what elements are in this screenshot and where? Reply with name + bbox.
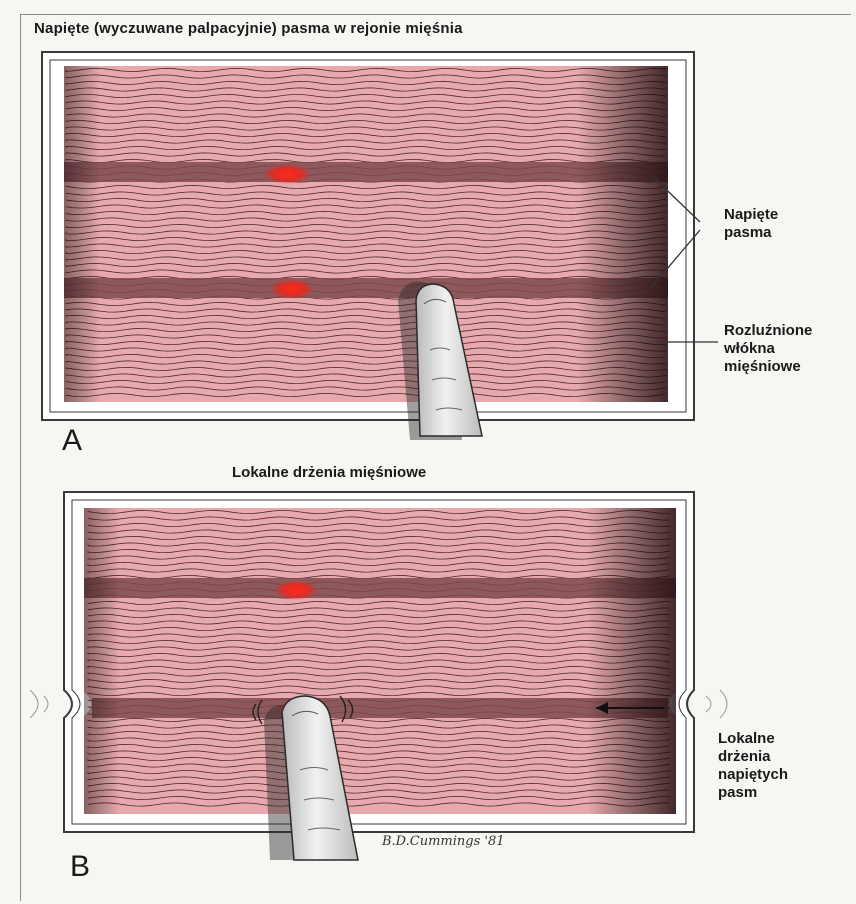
panel-a-nodule-2	[270, 279, 314, 299]
panel-a-nodule-1	[263, 164, 311, 184]
panel-a-letter: A	[62, 424, 82, 458]
label-tense-bands: Napięte pasma	[724, 206, 778, 242]
label-tremor-line-3: napiętych	[718, 766, 788, 784]
label-relaxed-line-1: Rozluźnione	[724, 322, 812, 340]
panel-b-finger	[253, 696, 358, 860]
label-relaxed-line-3: mięśniowe	[724, 358, 812, 376]
label-tremor-line-1: Lokalne	[718, 730, 788, 748]
label-relaxed-line-2: włókna	[724, 340, 812, 358]
label-tense-line-1: Napięte	[724, 206, 778, 224]
label-tremor-line-2: drżenia	[718, 748, 788, 766]
artist-signature: B.D.Cummings '81	[382, 834, 505, 849]
panel-b-nodule-1	[274, 580, 318, 600]
label-local-tremor: Lokalne drżenia napiętych pasm	[718, 730, 788, 802]
panel-b	[30, 492, 727, 860]
label-tense-line-2: pasma	[724, 224, 778, 242]
panel-b-letter: B	[70, 850, 90, 884]
panel-a	[42, 52, 718, 440]
label-relaxed-fibers: Rozluźnione włókna mięśniowe	[724, 322, 812, 376]
label-tremor-line-4: pasm	[718, 784, 788, 802]
